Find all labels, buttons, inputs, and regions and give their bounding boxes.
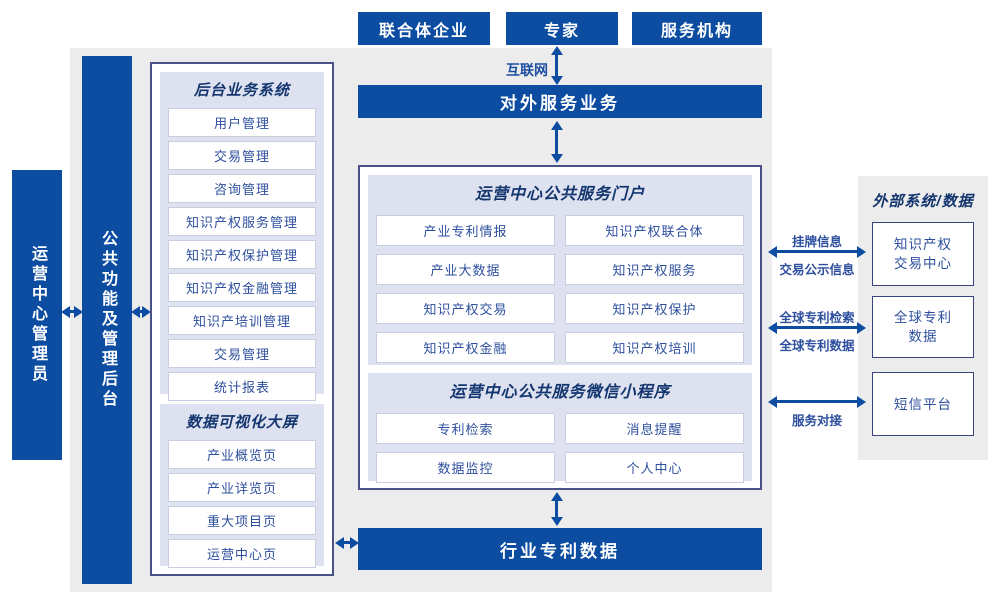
actor-service-agency: 服务机构: [632, 12, 762, 45]
portal-item: 知识产权服务: [565, 254, 744, 285]
dataviz-item: 运营中心页: [168, 539, 316, 568]
miniprogram-items: 专利检索 消息提醒 数据监控 个人中心: [376, 413, 744, 483]
portal-item: 知识产权交易: [376, 293, 555, 324]
portal-item: 知识产权金融: [376, 332, 555, 363]
arrow-service-docking: [777, 400, 857, 403]
dataviz-item: 产业概览页: [168, 440, 316, 469]
external-box-line: 全球专利: [894, 310, 952, 325]
backend-items: 用户管理 交易管理 咨询管理 知识产权服务管理 知识产权保护管理 知识产权金融管…: [168, 108, 316, 401]
backend-business-section: 后台业务系统 用户管理 交易管理 咨询管理 知识产权服务管理 知识产权保护管理 …: [160, 72, 324, 401]
backend-item: 知识产权金融管理: [168, 273, 316, 302]
miniprogram-item: 专利检索: [376, 413, 555, 444]
portal-section: 运营中心公共服务门户 产业专利情报 知识产权联合体 产业大数据 知识产权服务 知…: [368, 175, 752, 365]
column-public-functions-backend: 公共功能及管理后台: [82, 56, 132, 584]
portal-item: 知识产权保护: [565, 293, 744, 324]
dataviz-item: 重大项目页: [168, 506, 316, 535]
connection-label-global-patent-data: 全球专利数据: [779, 339, 855, 353]
left-panel: 后台业务系统 用户管理 交易管理 咨询管理 知识产权服务管理 知识产权保护管理 …: [150, 62, 334, 576]
external-box-sms-platform: 短信平台: [872, 372, 974, 436]
arrow-admin-backendcolumn: [70, 310, 74, 313]
backend-item: 交易管理: [168, 141, 316, 170]
external-box-global-patent-data: 全球专利 数据: [872, 296, 974, 358]
connection-label-global-patent-search: 全球专利检索: [779, 311, 855, 325]
center-panel: 运营中心公共服务门户 产业专利情报 知识产权联合体 产业大数据 知识产权服务 知…: [358, 165, 762, 490]
arrow-actors-externalservice: [555, 55, 558, 76]
portal-items: 产业专利情报 知识产权联合体 产业大数据 知识产权服务 知识产权交易 知识产权保…: [376, 215, 744, 363]
external-box-line: 交易中心: [894, 256, 952, 271]
connection-label-trade-publicity: 交易公示信息: [779, 263, 855, 277]
miniprogram-section: 运营中心公共服务微信小程序 专利检索 消息提醒 数据监控 个人中心: [368, 373, 752, 483]
arrow-portal-patentdata: [555, 501, 558, 517]
miniprogram-section-title: 运营中心公共服务微信小程序: [449, 384, 671, 401]
portal-item: 产业专利情报: [376, 215, 555, 246]
miniprogram-item: 数据监控: [376, 452, 555, 483]
arrow-backendcolumn-leftpanel: [140, 310, 142, 313]
external-box-ip-trading-center: 知识产权 交易中心: [872, 222, 974, 286]
dataviz-item: 产业详览页: [168, 473, 316, 502]
backend-item: 统计报表: [168, 372, 316, 401]
backend-item: 用户管理: [168, 108, 316, 137]
arrow-externalservice-portal: [555, 130, 558, 154]
backend-item: 咨询管理: [168, 174, 316, 203]
backend-item: 知识产权服务管理: [168, 207, 316, 236]
actor-expert: 专家: [506, 12, 618, 45]
portal-item: 知识产权培训: [565, 332, 744, 363]
portal-item: 产业大数据: [376, 254, 555, 285]
external-box-line: 数据: [908, 329, 938, 344]
backend-item: 知识产培训管理: [168, 306, 316, 335]
portal-item: 知识产权联合体: [565, 215, 744, 246]
dataviz-section-title: 数据可视化大屏: [185, 414, 298, 431]
connection-label-listing-info: 挂牌信息: [791, 235, 842, 249]
backend-item: 知识产权保护管理: [168, 240, 316, 269]
arrow-leftpanel-patentdata: [344, 541, 350, 544]
actor-consortium-enterprise: 联合体企业: [358, 12, 490, 45]
industry-patent-data-bar: 行业专利数据: [358, 528, 762, 570]
external-box-line: 短信平台: [894, 396, 952, 412]
dataviz-items: 产业概览页 产业详览页 重大项目页 运营中心页: [168, 440, 316, 568]
backend-section-title: 后台业务系统: [193, 82, 290, 99]
internet-label: 互联网: [506, 62, 548, 78]
miniprogram-item: 个人中心: [565, 452, 744, 483]
external-box-line: 知识产权: [894, 237, 952, 252]
arrow-global-patent: [777, 326, 857, 329]
external-panel-title: 外部系统/数据: [872, 193, 974, 210]
miniprogram-item: 消息提醒: [565, 413, 744, 444]
dataviz-section: 数据可视化大屏 产业概览页 产业详览页 重大项目页 运营中心页: [160, 404, 324, 568]
connection-label-service-docking: 服务对接: [791, 414, 842, 428]
backend-item: 交易管理: [168, 339, 316, 368]
external-service-bar: 对外服务业务: [358, 85, 762, 118]
column-operations-admin: 运营中心管理员: [12, 170, 62, 460]
portal-section-title: 运营中心公共服务门户: [474, 186, 645, 203]
arrow-listing-info: [777, 250, 857, 253]
